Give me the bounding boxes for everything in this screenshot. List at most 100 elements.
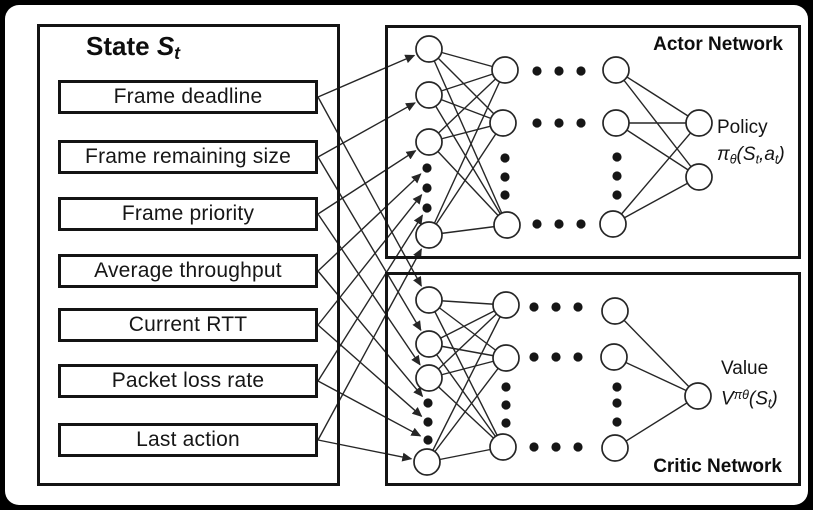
network-edge [614,395,699,449]
actor-network-box [385,25,801,259]
formula-part: t [774,152,779,167]
ellipsis-dot [573,352,583,362]
ellipsis-dot [554,118,564,128]
ellipsis-dot [551,302,561,312]
ellipsis-dot [554,66,564,76]
network-diagram-svg [317,35,713,476]
ellipsis-dot [576,118,586,128]
ellipsis-dot [422,163,432,173]
state-to-actor-arrow [317,248,422,441]
network-edge [612,176,700,225]
state-to-critic-arrow [317,439,413,462]
ellipsis-dot [612,171,622,181]
ellipsis-dot [529,352,539,362]
state-feature-average-throughput: Average throughput [58,254,318,288]
network-edge [613,356,699,397]
critic-input-node [415,364,443,392]
network-edge [428,69,506,143]
actor-output-label: Policy πθ(St,at) [717,114,785,173]
critic-hidden-node [601,297,629,325]
policy-label: Policy [717,117,768,138]
critic-input-node [413,448,441,476]
state-feature-label: Packet loss rate [111,369,265,392]
state-panel [37,24,340,486]
actor-hidden-node [489,109,517,137]
network-edge [615,122,700,178]
formula-part: a [764,144,775,165]
actor-output-node [685,109,713,137]
critic-hidden-node [492,344,520,372]
state-to-critic-arrow [317,380,422,437]
formula-part: ( [736,144,743,165]
critic-output-label: Value Vπθ(St) [721,355,778,418]
network-edge [615,69,700,124]
actor-input-node [415,128,443,156]
formula-part: πθ [733,388,749,402]
network-edge [614,310,699,397]
ellipsis-dot [532,118,542,128]
formula-part: ) [778,144,785,165]
state-to-critic-arrow [317,96,422,287]
actor-hidden-node [602,56,630,84]
formula-part: t [755,152,760,167]
formula-part: t [174,43,181,64]
critic-network-title: Critic Network [653,456,782,477]
ellipsis-dot [500,172,510,182]
network-edge [426,357,507,463]
formula-part: ( [748,388,756,410]
ellipsis-dot [501,400,511,410]
critic-hidden-node [489,433,517,461]
actor-output-node [685,163,713,191]
ellipsis-dot [423,398,433,408]
ellipsis-dot [612,152,622,162]
critic-input-node [415,330,443,358]
network-edge [428,299,504,448]
critic-hidden-node [601,434,629,462]
network-edge [428,377,504,448]
ellipsis-dot [551,352,561,362]
network-edge [428,69,506,236]
ellipsis-dot [422,203,432,213]
actor-input-node [415,221,443,249]
value-formula: Vπθ(St) [721,382,778,418]
formula-part: π [717,144,730,165]
state-feature-label: Last action [136,428,240,451]
state-feature-label: Frame deadline [113,85,263,108]
ellipsis-dot [612,190,622,200]
actor-hidden-node [599,210,627,238]
ellipsis-dot [554,219,564,229]
formula-part: State [86,31,157,61]
actor-input-node [415,81,443,109]
state-to-actor-arrow [317,54,416,98]
network-edge [428,48,504,124]
critic-output-node [684,382,712,410]
actor-network-title: Actor Network [653,34,783,55]
formula-part: S [755,388,768,410]
state-to-actor-arrow [317,102,416,158]
diagram-canvas: State St Frame deadline Frame remaining … [5,5,808,505]
network-edge [428,141,508,226]
state-to-actor-arrow [317,150,417,215]
formula-part: V [721,388,734,410]
value-label: Value [721,358,769,379]
formula-part: t [767,396,772,411]
state-feature-label: Frame remaining size [85,145,291,168]
state-to-critic-arrow [317,324,423,417]
ellipsis-dot [422,183,432,193]
ellipsis-dot [423,435,433,445]
ellipsis-dot [529,302,539,312]
network-edge [428,343,504,448]
actor-hidden-node [602,109,630,137]
state-to-actor-arrow [317,173,422,272]
ellipsis-dot [612,382,622,392]
state-to-critic-arrow [317,213,421,366]
state-panel-title: State St [86,31,180,64]
network-edge [428,299,507,359]
state-to-actor-arrow [317,193,423,326]
critic-network-box [385,272,801,486]
critic-input-node [415,286,443,314]
state-feature-last-action: Last action [58,423,318,457]
network-edge [426,304,507,463]
formula-part: S [742,144,756,165]
